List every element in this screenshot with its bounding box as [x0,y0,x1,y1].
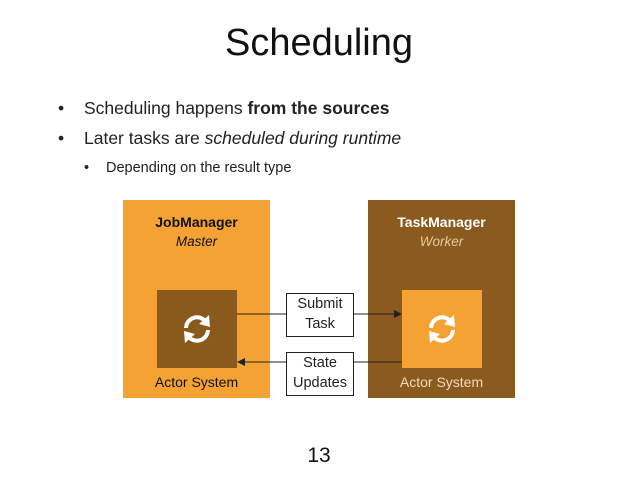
refresh-cycle-icon [429,315,455,343]
taskmanager-subtitle: Worker [419,234,464,249]
message-line: Updates [292,375,347,391]
bullet-text: Later tasks are scheduled during runtime [84,126,401,150]
bullet-text-plain: Later tasks are [84,128,205,148]
bullet-dot: • [84,160,90,176]
jobmanager-subtitle: Master [175,234,218,249]
jobmanager-title: JobManager [155,214,238,230]
taskmanager-actor-system [402,290,482,368]
jobmanager-box: JobManager Master Actor System [123,200,270,398]
bullet-text-plain: Scheduling happens [84,98,248,118]
refresh-cycle-icon [184,315,210,343]
taskmanager-footer: Actor System [399,374,484,390]
message-line: Task [305,316,335,332]
bullet-text-italic: scheduled during runtime [204,128,402,148]
bullet-text: Scheduling happens from the sources [84,96,389,120]
slide-title: Scheduling [224,22,414,64]
submit-task-message: Submit Task [286,293,354,337]
bullet-dot: • [58,128,65,148]
page-number: 13 [307,444,331,467]
jobmanager-actor-system [157,290,237,368]
jobmanager-footer: Actor System [154,374,239,390]
sub-bullet-text: Depending on the result type [106,160,292,176]
taskmanager-box: TaskManager Worker Actor System [368,200,515,398]
state-arrowhead [237,358,245,366]
message-line: Submit [297,296,343,312]
taskmanager-title: TaskManager [397,214,486,230]
bullet-text-bold: from the sources [247,98,390,118]
state-updates-message: State Updates [286,352,354,396]
bullet-dot: • [58,98,65,118]
message-line: State [303,355,337,371]
submit-arrowhead [394,310,402,318]
